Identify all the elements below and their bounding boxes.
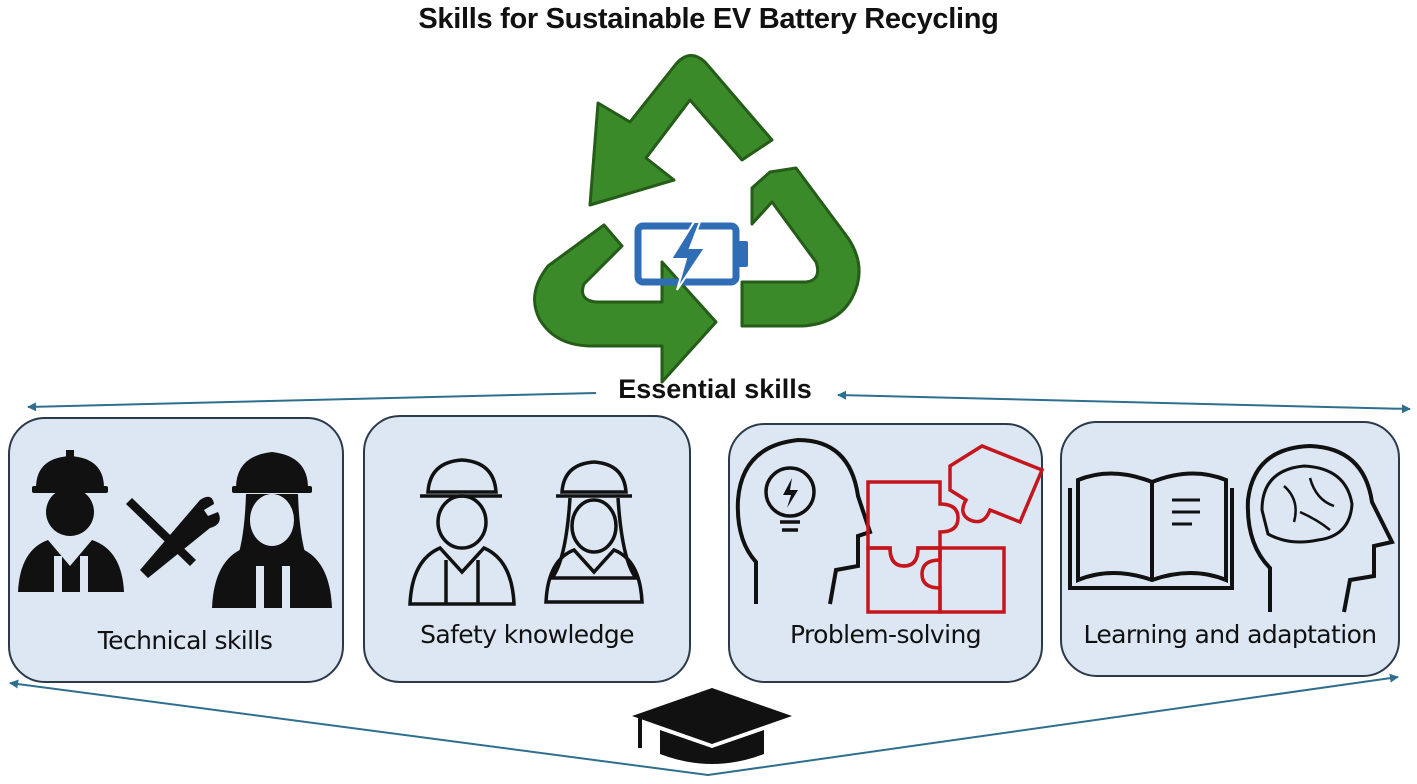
arrow-right-top bbox=[837, 390, 1411, 414]
recycle-icon bbox=[533, 54, 861, 384]
learning-icon bbox=[1068, 443, 1395, 613]
safety-workers-icon bbox=[408, 458, 644, 606]
arrow-left-top bbox=[27, 392, 597, 412]
diagram-title: Skills for Sustainable EV Battery Recycl… bbox=[418, 3, 999, 35]
technical-workers-icon bbox=[18, 450, 332, 610]
problem-solving-icon bbox=[735, 437, 1045, 614]
skill-label-learning: Learning and adaptation bbox=[1083, 620, 1377, 649]
essential-skills-label: Essential skills bbox=[618, 374, 812, 404]
skill-label-technical: Technical skills bbox=[97, 626, 273, 655]
skill-label-safety: Safety knowledge bbox=[420, 620, 634, 649]
skill-card-safety bbox=[363, 415, 691, 683]
skill-card-problem-solving bbox=[728, 423, 1043, 683]
skill-label-problem-solving: Problem-solving bbox=[790, 620, 982, 649]
graduation-cap-icon bbox=[632, 688, 792, 764]
battery-icon bbox=[634, 221, 748, 291]
bottom-v-arrows bbox=[9, 673, 1399, 777]
